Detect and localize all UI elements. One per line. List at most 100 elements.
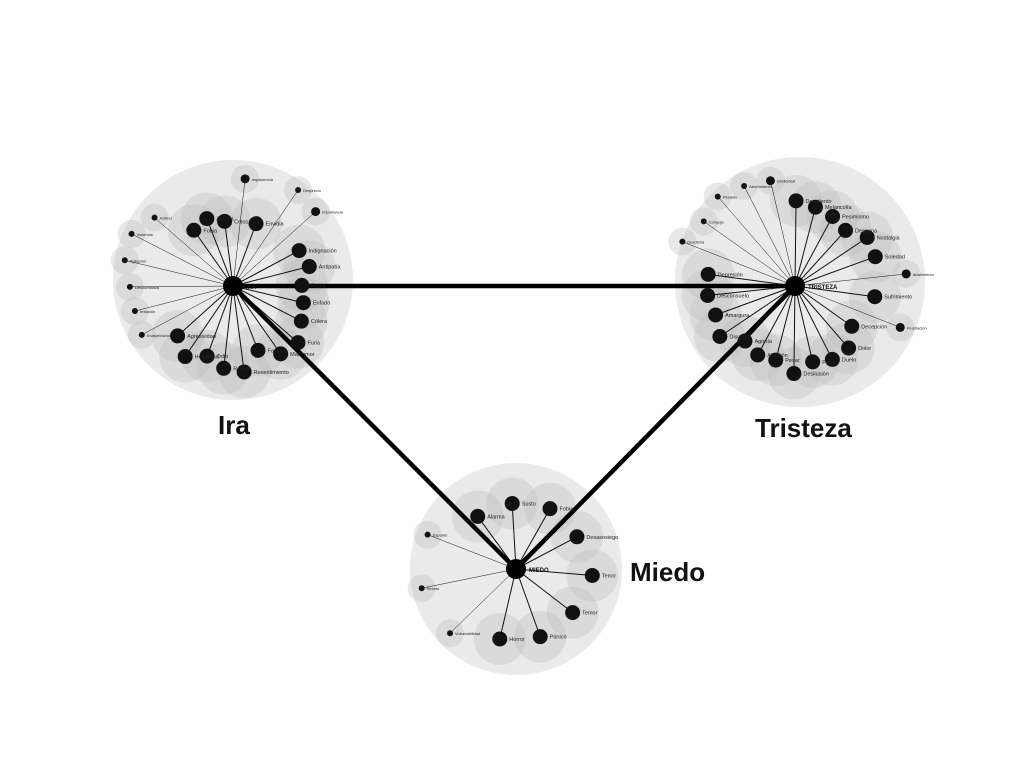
cluster-title-miedo: Miedo: [630, 557, 706, 587]
miedo-hub: [506, 559, 526, 579]
ira-node: [138, 331, 145, 338]
tristeza-node-label: Pena: [822, 360, 836, 366]
ira-node: [301, 259, 317, 275]
ira-node: [311, 207, 321, 217]
tristeza-node: [901, 269, 911, 279]
tristeza-node: [859, 229, 875, 245]
tristeza-node: [700, 218, 707, 225]
ira-spoke: [232, 285, 245, 373]
ira-node: [126, 283, 133, 290]
tristeza-node-label: Desaliento: [806, 199, 832, 205]
miedo-spoke: [499, 568, 517, 640]
tristeza-node: [867, 289, 883, 305]
ira-node-label: Agitación: [130, 258, 146, 263]
ira-node: [248, 216, 264, 232]
ira-node-label: Odio: [217, 354, 229, 360]
tristeza-spoke: [715, 285, 796, 316]
miedo-spoke: [515, 508, 551, 570]
tristeza-node: [708, 307, 724, 323]
tristeza-spoke: [794, 285, 849, 349]
ira-node-label: Rabia: [311, 283, 326, 289]
ira-node: [151, 214, 158, 221]
hub-connection-line: [513, 283, 798, 572]
ira-node: [217, 213, 233, 229]
tristeza-spoke: [770, 180, 796, 287]
tristeza-node-label: Congoja: [709, 219, 725, 224]
tristeza-node: [714, 193, 721, 200]
tristeza-node: [867, 249, 883, 265]
miedo-hub-label: MIEDO: [529, 568, 549, 574]
hub-connection-line: [230, 283, 519, 572]
tristeza-node: [765, 176, 775, 186]
miedo-node-label: Recelo: [427, 586, 440, 591]
tristeza-node: [837, 222, 853, 238]
tristeza-node-label: Aburrimiento: [749, 184, 772, 189]
tristeza-node: [741, 183, 748, 190]
tristeza-node: [895, 322, 905, 332]
miedo-node-label: Susto: [522, 501, 536, 507]
tristeza-spoke: [794, 285, 875, 298]
miedo-node: [492, 631, 508, 647]
ira-hub-label: IRA: [246, 285, 257, 291]
ira-spoke: [232, 250, 300, 287]
ira-node-label: Furia: [307, 341, 320, 347]
ira-node-label: Indignación: [309, 249, 337, 255]
cluster-title-tristeza: Tristeza: [755, 413, 852, 443]
miedo-node-label: Temor: [582, 611, 597, 617]
ira-node-label: Enfado: [313, 301, 330, 307]
tristeza-hub: [785, 276, 805, 296]
tristeza-node-label: Disgusto: [729, 334, 750, 340]
miedo-node-label: Desasosiego: [586, 535, 618, 541]
ira-hub: [223, 276, 243, 296]
miedo-node: [447, 630, 454, 637]
tristeza-node-label: Desilusión: [803, 372, 828, 378]
ira-node: [170, 328, 186, 344]
ira-spoke: [206, 285, 234, 357]
miedo-node: [542, 501, 558, 517]
ira-node: [199, 211, 215, 227]
ira-spoke: [232, 285, 259, 351]
tristeza-spoke: [794, 285, 833, 360]
tristeza-node-label: Duelo: [842, 357, 856, 363]
tristeza-node-label: Pesimismo: [842, 214, 869, 220]
ira-spoke: [134, 285, 234, 312]
miedo-node: [532, 629, 548, 645]
ira-node: [199, 348, 215, 364]
ira-node-label: Agresividad: [187, 334, 216, 340]
tristeza-spoke: [794, 285, 814, 362]
ira-node-label: Resentimiento: [254, 370, 289, 376]
miedo-node-label: Pánico: [550, 635, 567, 641]
ira-node-label: Fobia: [203, 228, 218, 234]
tristeza-node-label: Dolor: [858, 346, 871, 352]
ira-node-label: Violencia: [137, 232, 154, 237]
ira-node-label: Importancia: [322, 210, 344, 215]
miedo-node-label: Horror: [509, 637, 525, 643]
tristeza-node-label: Soledad: [885, 255, 905, 261]
miedo-spoke: [515, 568, 573, 613]
tristeza-spoke: [794, 207, 816, 287]
tristeza-node: [768, 352, 784, 368]
ira-node: [291, 243, 307, 259]
node-labels: CelosImpacienciaEnvidiaDesprecioImportan…: [130, 177, 935, 643]
tristeza-spoke: [717, 196, 796, 287]
ira-spoke: [232, 285, 304, 304]
ira-spoke: [223, 285, 234, 369]
miedo-spoke: [421, 568, 517, 589]
ira-node: [131, 308, 138, 315]
ira-spoke: [232, 211, 316, 287]
ira-spoke: [232, 285, 282, 355]
tristeza-node: [700, 266, 716, 282]
tristeza-spoke: [682, 241, 796, 287]
ira-node: [216, 360, 232, 376]
ira-node-label: Rencor: [233, 366, 251, 372]
ira-node-label: Hostilidad: [195, 355, 219, 361]
tristeza-node-label: Agonía: [755, 339, 773, 345]
miedo-node-label: Espanto: [433, 533, 448, 538]
ira-spoke: [129, 285, 234, 288]
ira-spoke: [154, 217, 234, 287]
ira-node-label: Fastidio: [268, 348, 287, 354]
ira-spoke: [224, 221, 234, 287]
miedo-node: [569, 529, 585, 545]
miedo-node: [470, 508, 486, 524]
ira-node: [177, 349, 193, 365]
